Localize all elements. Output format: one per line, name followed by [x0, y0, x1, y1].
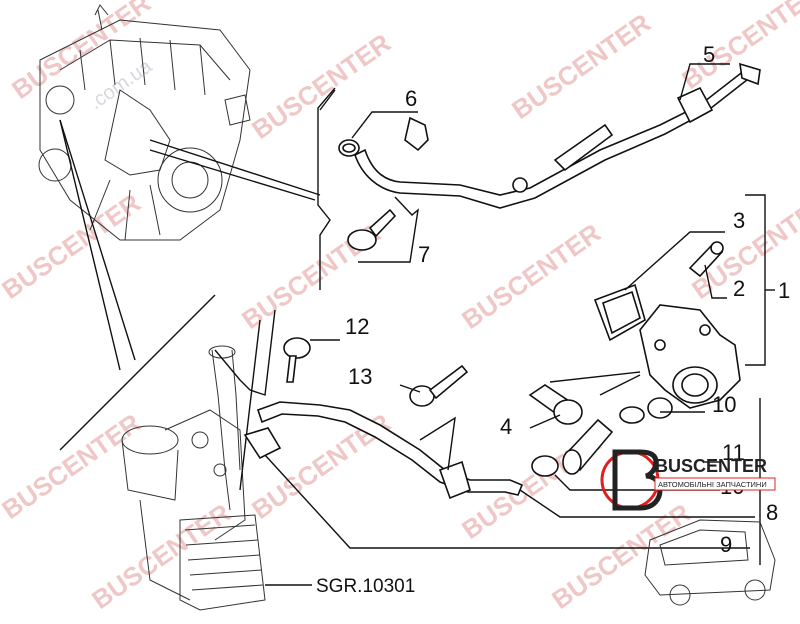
- callout-11: 11: [722, 440, 745, 465]
- callout-7: 7: [418, 242, 430, 267]
- callout-6: 6: [405, 86, 417, 111]
- callout-3: 3: [733, 208, 745, 233]
- callout-13: 13: [348, 364, 372, 389]
- watermark-brand: BUSCENTER: [546, 497, 696, 615]
- callout-8: 8: [766, 500, 778, 525]
- callout-4: 4: [500, 414, 512, 439]
- callout-2: 2: [733, 276, 745, 301]
- coolant-pipe-lower: [243, 401, 524, 500]
- o-ring: [338, 139, 360, 157]
- callout-10-upper: 10: [712, 392, 736, 417]
- callout-5: 5: [703, 42, 715, 67]
- callout-12: 12: [345, 314, 369, 339]
- watermark-brand: BUSCENTER: [506, 7, 656, 125]
- bolt-4: [528, 384, 583, 425]
- callout-numbers: 5 6 7 3 2 1 10 4 12 13 11 10 8 9: [345, 42, 790, 557]
- watermark-brand: BUSCENTER: [246, 27, 396, 145]
- watermark-brand: BUSCENTER: [456, 217, 606, 335]
- logo-tagline: АВТОМОБІЛЬНІ ЗАПЧАСТИНИ: [658, 480, 767, 489]
- van-illustration: [644, 519, 776, 606]
- watermark-brand: BUSCENTER: [6, 0, 156, 105]
- coolant-hose: [562, 418, 614, 475]
- callout-1: 1: [778, 278, 790, 303]
- reference-code: SGR.10301: [316, 576, 415, 597]
- logo-ring-icon: [600, 450, 660, 510]
- engine-illustration: [38, 4, 251, 241]
- logo-b-icon: [612, 449, 663, 511]
- coolant-pipe-upper: [354, 62, 761, 209]
- hose-clamp-upper: [619, 397, 673, 424]
- watermark-brand: BUSCENTER: [0, 407, 146, 525]
- context-leader-lines: [59, 87, 336, 491]
- thermostat-gasket: [593, 283, 646, 342]
- bolt-7: [347, 208, 397, 251]
- watermark-brand: BUSCENTER: [0, 187, 146, 305]
- bolt-13: [409, 364, 469, 407]
- hose-clamp-lower: [531, 455, 559, 477]
- watermark-domain: .com.ua: [85, 55, 157, 114]
- watermark-brand: BUSCENTER: [86, 497, 236, 615]
- thermostat-housing: [639, 304, 741, 409]
- logo-name: BUSCENTER: [655, 456, 767, 476]
- oil-filter-housing-illustration: [121, 345, 266, 611]
- logo-tagline-box: [654, 477, 776, 491]
- bolt-12: [283, 337, 311, 383]
- temperature-sensor: [688, 241, 724, 278]
- buscenter-logo: BUSCENTER АВТОМОБІЛЬНІ ЗАПЧАСТИНИ: [600, 449, 776, 511]
- reference-code-group: SGR.10301: [265, 576, 415, 597]
- callout-leaders: [214, 63, 775, 565]
- callout-9: 9: [720, 532, 732, 557]
